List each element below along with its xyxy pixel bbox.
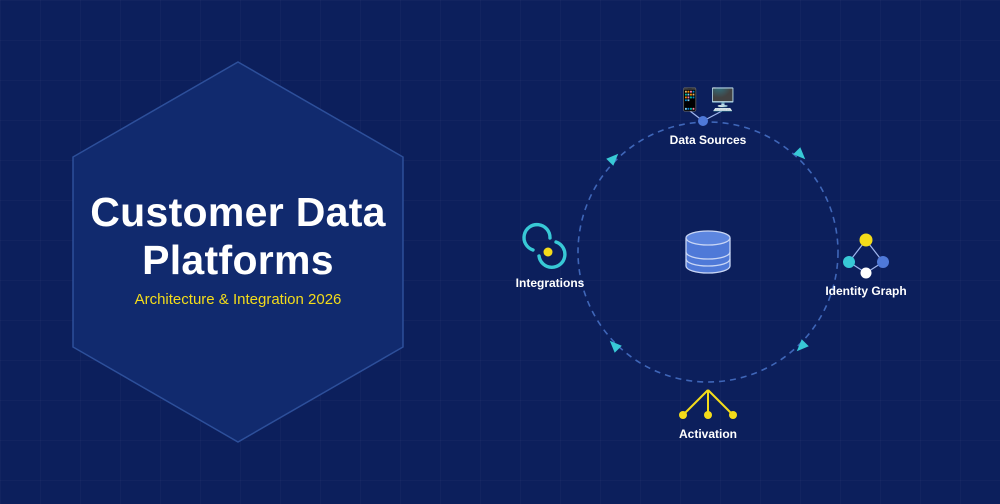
cycle-ring (577, 121, 839, 383)
mobile-phone-icon: 📱 (676, 87, 704, 112)
node-label-activation: Activation (678, 427, 738, 441)
flow-arrow-icon (606, 153, 619, 166)
title-line-2: Platforms (142, 237, 334, 283)
page-subtitle: Architecture & Integration 2026 (134, 291, 342, 308)
broadcast-tree-icon (679, 389, 737, 419)
data-sources-connector-icon (689, 110, 723, 126)
hexagon-shape (72, 61, 404, 443)
node-label-data-sources: Data Sources (669, 133, 747, 147)
title-line-1: Customer Data (90, 189, 386, 235)
node-label-integrations: Integrations (515, 276, 585, 290)
database-icon (685, 230, 731, 274)
page-title: Customer Data Platforms (72, 188, 404, 284)
node-label-identity-graph: Identity Graph (825, 284, 907, 298)
monitor-icon: 🖥️ (709, 87, 737, 112)
flow-arrow-icon (796, 339, 809, 352)
sync-loop-icon (522, 222, 567, 269)
flow-arrow-icon (609, 340, 622, 353)
graph-network-icon (843, 233, 889, 279)
flow-arrow-icon (793, 147, 806, 160)
